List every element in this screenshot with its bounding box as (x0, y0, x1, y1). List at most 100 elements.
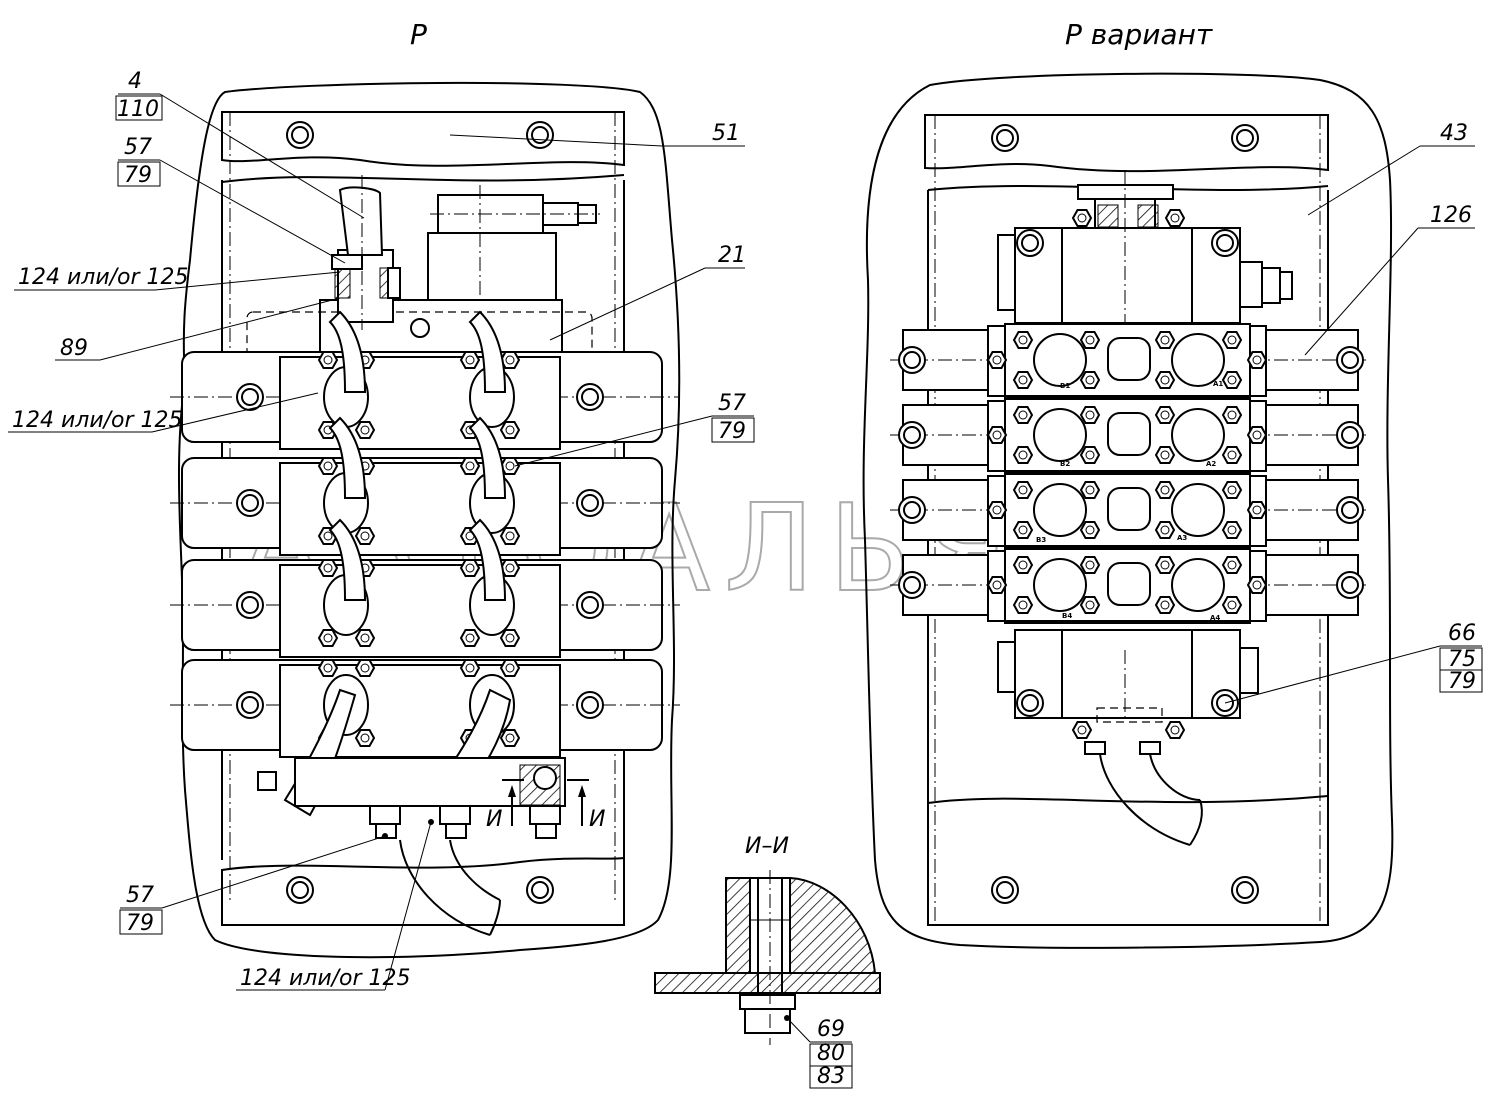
hex-bolt (987, 501, 1007, 519)
hex-bolt (460, 559, 480, 577)
callout-69: 69 (817, 1017, 845, 1042)
hex-bolt (1155, 521, 1175, 539)
hex-bolt (318, 457, 338, 475)
valve-section-left (170, 518, 680, 658)
hex-bolt (1222, 596, 1242, 614)
right-view-title: Р вариант (1065, 18, 1213, 51)
callout-79-top: 79 (124, 163, 152, 188)
callout-79-mid: 79 (718, 419, 746, 444)
right-break-contour (862, 72, 1394, 949)
hex-bolt (1013, 446, 1033, 464)
hex-bolt (987, 576, 1007, 594)
callout-43: 43 (1440, 121, 1468, 146)
section-view-title: И–И (745, 834, 789, 859)
port-b4: B4 (1062, 612, 1072, 620)
callout-57-mid: 57 (718, 391, 746, 416)
callout-124-b: 124 или/or 125 (12, 408, 183, 433)
valve-section-right (890, 473, 1370, 549)
hex-bolt (318, 351, 338, 369)
callout-124-c: 124 или/or 125 (240, 966, 411, 991)
hex-bolt (318, 629, 338, 647)
section-mark-left: И (486, 807, 502, 832)
valve-sections-left (170, 310, 680, 817)
port-labels: B1 A1 B2 A2 B3 A3 B4 A4 (1036, 380, 1223, 622)
hex-bolt (1222, 406, 1242, 424)
callout-126: 126 (1430, 203, 1472, 228)
hex-bolt (1222, 556, 1242, 574)
callout-51: 51 (712, 121, 740, 146)
hex-bolt (460, 629, 480, 647)
hex-bolt (1080, 481, 1100, 499)
hex-bolt (355, 729, 375, 747)
right-outlet-block (997, 629, 1259, 846)
hex-bolt (1013, 521, 1033, 539)
bottom-bracket (221, 856, 625, 926)
section-view (654, 870, 881, 1045)
solenoid-valve (427, 185, 600, 304)
left-view: И И (170, 81, 681, 959)
left-view-title: Р (410, 18, 427, 51)
hex-bolt (318, 659, 338, 677)
outlet-cover: И И (257, 757, 605, 936)
hex-bolt (1080, 596, 1100, 614)
hex-bolt (1013, 596, 1033, 614)
hex-bolt (1155, 596, 1175, 614)
hex-bolt (500, 421, 520, 439)
hex-bolt (1247, 576, 1267, 594)
callout-57-top: 57 (124, 135, 152, 160)
callout-79-right: 79 (1448, 669, 1476, 694)
port-b1: B1 (1060, 382, 1070, 390)
callout-75: 75 (1448, 647, 1476, 672)
hex-bolt (1013, 406, 1033, 424)
hex-bolt (1222, 481, 1242, 499)
callout-124-a: 124 или/or 125 (18, 265, 189, 290)
valve-section-right (890, 398, 1370, 474)
hex-bolt (1155, 556, 1175, 574)
hex-bolt (1155, 331, 1175, 349)
valve-section-right (890, 323, 1370, 399)
hex-bolt (1247, 351, 1267, 369)
hex-bolt (355, 659, 375, 677)
hex-bolt (1013, 331, 1033, 349)
hex-bolt (1247, 426, 1267, 444)
hex-bolt (355, 527, 375, 545)
callout-89: 89 (60, 336, 88, 361)
hex-bolt (1013, 556, 1033, 574)
hex-bolt (1222, 371, 1242, 389)
right-inlet-block (997, 170, 1293, 330)
port-a1: A1 (1213, 380, 1223, 388)
callout-57-bot: 57 (126, 883, 154, 908)
hex-bolt (987, 426, 1007, 444)
hex-bolt (1080, 521, 1100, 539)
port-a2: A2 (1206, 460, 1216, 468)
hex-bolt (1080, 446, 1100, 464)
hex-bolt (1080, 556, 1100, 574)
hex-bolt (500, 729, 520, 747)
hex-bolt (1080, 331, 1100, 349)
callout-79-bot: 79 (126, 911, 154, 936)
right-view: B1 A1 B2 A2 B3 A3 B4 A4 (862, 72, 1394, 949)
hex-bolt (1155, 406, 1175, 424)
hex-bolt (1013, 371, 1033, 389)
callout-21: 21 (718, 243, 746, 268)
port-b3: B3 (1036, 536, 1046, 544)
callouts-section: 69 80 83 (786, 1017, 853, 1089)
hex-bolt (1155, 481, 1175, 499)
port-a4: A4 (1210, 614, 1220, 622)
valve-section-right (890, 548, 1370, 624)
hex-bolt (1080, 371, 1100, 389)
hex-bolt (355, 421, 375, 439)
hex-bolt (500, 659, 520, 677)
valve-section-left (170, 310, 680, 450)
hex-bolt (318, 559, 338, 577)
hex-bolt (1155, 446, 1175, 464)
callout-4: 4 (128, 69, 142, 94)
callouts-left: 4 110 57 79 124 или/or 125 89 124 или/or… (8, 69, 755, 991)
hex-bolt (460, 457, 480, 475)
hex-bolt (500, 527, 520, 545)
section-mark-right: И (589, 807, 605, 832)
callout-66: 66 (1448, 621, 1476, 646)
hex-bolt (460, 659, 480, 677)
hex-bolt (1013, 481, 1033, 499)
hex-bolt (1155, 371, 1175, 389)
